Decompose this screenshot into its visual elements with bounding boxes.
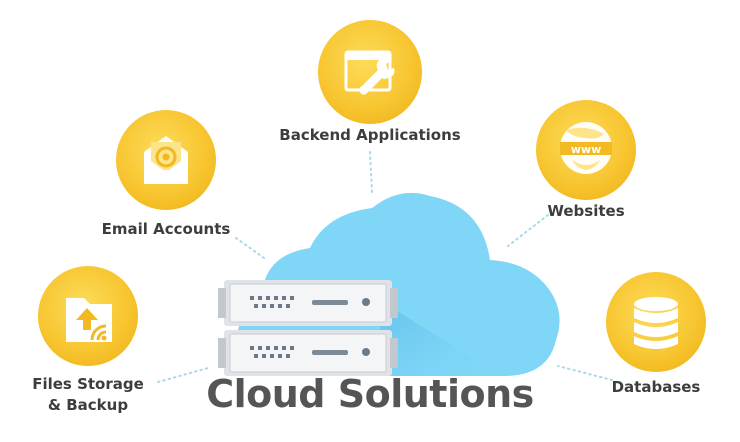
connectors — [157, 151, 613, 383]
connector-databases — [557, 365, 613, 381]
databases-badge — [606, 272, 706, 372]
svg-text:www: www — [571, 143, 602, 156]
browser-wrench-icon — [344, 50, 395, 95]
server-unit-top — [218, 280, 398, 326]
server-stack — [218, 280, 398, 376]
files-badge — [38, 266, 138, 366]
email-badge — [116, 110, 216, 210]
connector-files — [157, 367, 209, 383]
diagram-title: Cloud Solutions — [206, 372, 534, 416]
websites-label: Websites — [547, 202, 625, 220]
backend-badge — [318, 20, 422, 124]
backend-label: Backend Applications — [279, 126, 461, 144]
websites-badge: www — [536, 100, 636, 200]
connector-email — [235, 237, 265, 259]
email-envelope-icon — [144, 136, 188, 184]
www-globe-icon: www — [560, 122, 612, 174]
server-unit-bottom — [218, 330, 398, 376]
connector-backend — [369, 151, 373, 193]
files-label-line2: & Backup — [47, 396, 129, 414]
database-icon — [634, 297, 678, 349]
email-label: Email Accounts — [101, 220, 231, 238]
folder-upload-icon — [66, 298, 112, 342]
databases-label: Databases — [611, 378, 701, 396]
files-label-line1: Files Storage — [32, 375, 144, 393]
